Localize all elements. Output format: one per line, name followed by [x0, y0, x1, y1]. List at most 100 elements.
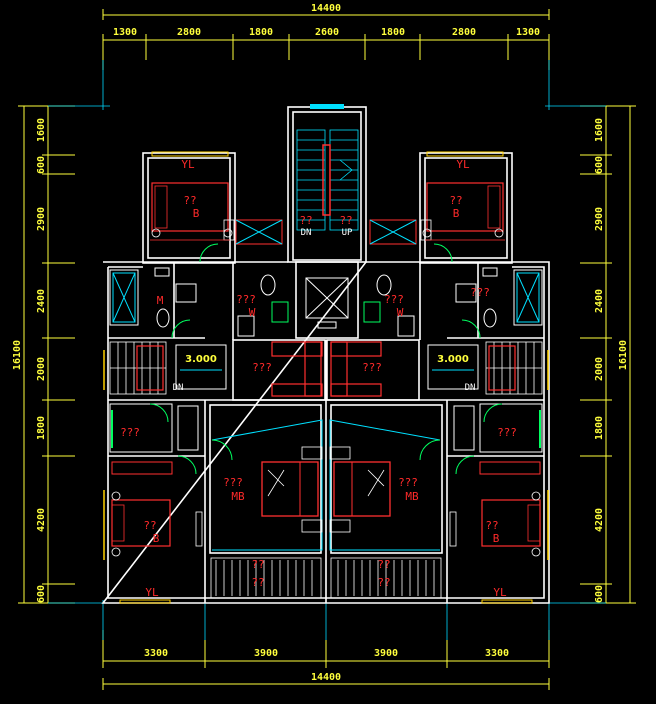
stair-handrail — [322, 144, 331, 216]
bedroom-bottom-right-code: B — [493, 532, 500, 545]
bedroom-top-left-code: B — [193, 207, 200, 220]
dim-bottom-1: 3300 — [144, 648, 168, 659]
study-left — [109, 403, 199, 453]
master-bedroom-right — [329, 419, 441, 551]
dim-right-6: 1800 — [594, 416, 605, 440]
dim-left-8: 600 — [36, 585, 47, 603]
balcony-mark-top-left: YL — [181, 158, 195, 171]
dim-left-1: 1600 — [36, 118, 47, 142]
wc-left-mark: M — [157, 294, 164, 307]
bedroom-bottom-left-code: B — [153, 532, 160, 545]
dim-right-4: 2400 — [594, 289, 605, 313]
bedroom-top-right-name: ?? — [449, 194, 462, 207]
axis-lines — [48, 60, 606, 640]
bedroom-top-left-name: ?? — [183, 194, 196, 207]
landing-left — [175, 344, 227, 390]
dim-top-overall: 14400 — [311, 3, 341, 14]
bedroom-bottom-right — [449, 461, 541, 557]
study-right-name: ??? — [497, 426, 517, 439]
elevation-left: 3.000 — [185, 354, 217, 365]
master-bedroom-left-code: MB — [231, 490, 245, 503]
side-windows — [103, 350, 549, 560]
dining-left-name: ??? — [252, 361, 272, 374]
dim-top-7: 1300 — [516, 27, 540, 38]
bedroom-top-left — [150, 182, 235, 241]
balcony-mark-bottom-right: YL — [493, 586, 507, 599]
dim-top-1: 1300 — [113, 27, 137, 38]
bedroom-top-right — [420, 182, 505, 241]
kitchen-left-wc: W — [249, 306, 256, 319]
core-mark-left: ?? — [299, 214, 312, 227]
master-bedroom-left-name: ??? — [223, 476, 243, 489]
kitchen-top-right — [363, 219, 417, 337]
balcony-mark-top-right: YL — [456, 158, 470, 171]
master-bedroom-right-name: ??? — [398, 476, 418, 489]
bedroom-bottom-left — [111, 461, 203, 557]
kitchen-top-left — [235, 219, 289, 337]
core-mark-right: ?? — [339, 214, 352, 227]
bathroom-left — [109, 267, 197, 328]
elevation-right: 3.000 — [437, 354, 469, 365]
balcony-mark-bottom-left: YL — [145, 586, 159, 599]
stair-up-label: UP — [342, 228, 353, 238]
walls — [101, 106, 550, 604]
dim-bottom-2: 3900 — [254, 648, 278, 659]
master-bedroom-left — [211, 419, 323, 551]
bedroom-bottom-left-name: ?? — [143, 519, 156, 532]
master-bedroom-right-code: MB — [405, 490, 419, 503]
dim-right-8: 600 — [594, 585, 605, 603]
balcony-right-name-1: ?? — [377, 558, 390, 571]
study-right — [453, 403, 543, 453]
window-bottom-right — [481, 599, 533, 604]
dining-right-name: ??? — [362, 361, 382, 374]
balcony-right-name-2: ?? — [377, 576, 390, 589]
dim-left-overall: 16100 — [12, 340, 23, 370]
dim-top-6: 2800 — [452, 27, 476, 38]
stair-right-down: DN — [465, 383, 476, 393]
dining-left — [271, 341, 323, 397]
kitchen-right-name: ??? — [384, 293, 404, 306]
core-window — [310, 104, 344, 109]
stair-down-label: DN — [301, 228, 312, 238]
dim-bottom-3: 3900 — [374, 648, 398, 659]
dim-left-7: 4200 — [36, 508, 47, 532]
elevator-shaft — [305, 277, 349, 329]
kitchen-right-wc: W — [397, 306, 404, 319]
dim-left-6: 1800 — [36, 416, 47, 440]
kitchen-left-name: ??? — [236, 293, 256, 306]
dim-left-4: 2400 — [36, 289, 47, 313]
dim-right-3: 2900 — [594, 207, 605, 231]
wc-right-mark: ??? — [470, 286, 490, 299]
balcony-bottom — [210, 557, 442, 599]
stair-right — [485, 341, 543, 395]
dim-bottom-4: 3300 — [485, 648, 509, 659]
stair-left — [109, 341, 167, 395]
balcony-left-name-1: ?? — [251, 558, 264, 571]
balcony-left-name-2: ?? — [251, 576, 264, 589]
landing-right — [427, 344, 479, 390]
window-top-right — [426, 151, 504, 157]
dim-right-2: 600 — [594, 156, 605, 174]
bedroom-bottom-right-name: ?? — [485, 519, 498, 532]
dim-left-5: 2000 — [36, 357, 47, 381]
bedroom-top-right-code: B — [453, 207, 460, 220]
dim-right-overall: 16100 — [618, 340, 629, 370]
dim-bottom-overall: 14400 — [311, 672, 341, 683]
bathroom-right — [455, 267, 543, 328]
door-swings — [149, 243, 503, 475]
dim-top-3: 1800 — [249, 27, 273, 38]
dim-left-3: 2900 — [36, 207, 47, 231]
study-left-name: ??? — [120, 426, 140, 439]
dining-right — [330, 341, 382, 397]
dim-top-5: 1800 — [381, 27, 405, 38]
dim-right-7: 4200 — [594, 508, 605, 532]
dim-right-5: 2000 — [594, 357, 605, 381]
dim-right-1: 1600 — [594, 118, 605, 142]
window-top-left — [151, 151, 229, 157]
dim-top-2: 2800 — [177, 27, 201, 38]
stair-left-down: DN — [173, 383, 184, 393]
dim-left-2: 600 — [36, 156, 47, 174]
window-bottom-left — [119, 599, 171, 604]
dim-top-4: 2600 — [315, 27, 339, 38]
